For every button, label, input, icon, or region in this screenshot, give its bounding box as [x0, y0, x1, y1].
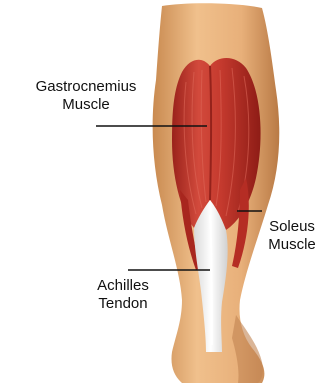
achilles-label-line1: Achilles: [78, 277, 168, 295]
soleus-label-line2: Muscle: [256, 236, 328, 254]
gastrocnemius-label-line1: Gastrocnemius: [6, 78, 166, 96]
muscle-separation: [210, 66, 211, 200]
achilles-label: Achilles Tendon: [78, 277, 168, 313]
gastrocnemius-label: Gastrocnemius Muscle: [6, 78, 166, 114]
soleus-label: Soleus Muscle: [256, 218, 328, 254]
gastrocnemius-label-line2: Muscle: [6, 96, 166, 114]
soleus-label-line1: Soleus: [256, 218, 328, 236]
achilles-label-line2: Tendon: [78, 295, 168, 313]
